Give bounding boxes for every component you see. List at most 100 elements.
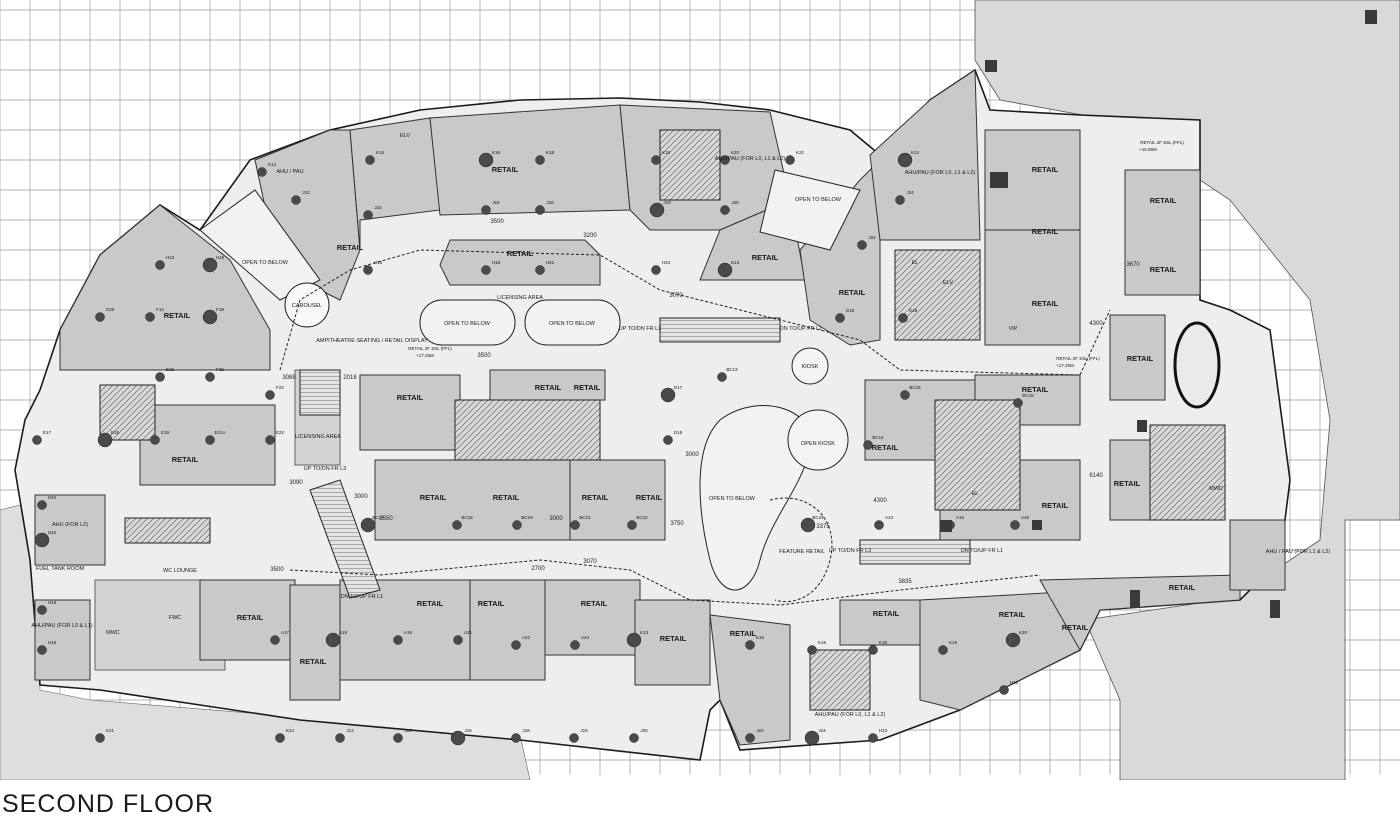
dimension-8: 3550 — [379, 516, 393, 522]
dimension-2: 3070 — [669, 293, 683, 299]
amphitheatre-steps — [299, 369, 341, 416]
escalator-southwest — [309, 479, 381, 599]
grid-label-8: J13 — [302, 190, 310, 195]
room-ahu-pau-east — [1229, 519, 1286, 591]
label-elv-2: ELV — [943, 280, 953, 286]
label-retail-35: RETAIL — [574, 383, 601, 392]
grid-label-66: J15 — [404, 728, 412, 733]
column-69 — [569, 733, 579, 743]
grid-label-64: K24 — [286, 728, 295, 733]
core-central — [454, 399, 601, 461]
room-retail-north-2 — [429, 104, 631, 216]
column-23 — [835, 313, 845, 323]
room-retail-ne-3 — [1124, 169, 1201, 296]
column-78 — [37, 500, 47, 510]
column-56 — [570, 640, 580, 650]
column-4 — [651, 155, 661, 165]
label-retail-22: RETAIL — [999, 610, 1026, 619]
grid-label-55: A22 — [522, 635, 531, 640]
label-retail-27: RETAIL — [1042, 501, 1069, 510]
grid-label-31: E17 — [43, 430, 52, 435]
label-retail-33: RETAIL — [1127, 354, 1154, 363]
column-59 — [807, 645, 817, 655]
label-esc-sw-dn: DN TO/UP FR L1 — [341, 594, 384, 600]
label-ahu-pau-3: AHU/PAU (FOR L0, L1 & L2) — [905, 170, 976, 176]
column-21 — [651, 265, 661, 275]
label-retail-14: RETAIL — [237, 613, 264, 622]
label-level-2: RETAIL 2F SSL (FFL) — [1140, 140, 1184, 145]
room-retail-central-2 — [489, 369, 606, 401]
grid-label-21: H24 — [662, 260, 671, 265]
column-20 — [535, 265, 545, 275]
grid-label-76: H18 — [48, 600, 57, 605]
column-12 — [649, 202, 665, 218]
dimension-19: 6140 — [1089, 473, 1103, 479]
column-24 — [898, 313, 908, 323]
column-36 — [663, 435, 673, 445]
column-33 — [150, 435, 160, 445]
service-shaft-6 — [1270, 600, 1280, 618]
column-43 — [452, 520, 462, 530]
column-6 — [785, 155, 795, 165]
label-open-below-3: OPEN TO BELOW — [549, 321, 596, 327]
label-esc-sw-up: UP TO/DN FR L3 — [304, 466, 347, 472]
grid-label-0: K13 — [268, 162, 277, 167]
core-north — [659, 129, 721, 201]
grid-label-71: J22 — [756, 728, 764, 733]
label-retail-5: RETAIL — [507, 249, 534, 258]
label-esc-se-up: UP TO/DN FR L3 — [829, 548, 872, 554]
label-retail-13: RETAIL — [636, 493, 663, 502]
column-38 — [717, 372, 727, 382]
label-retail-1: RETAIL — [164, 311, 191, 320]
floor-title: SECOND FLOOR — [2, 790, 215, 818]
grid-label-7: K24 — [911, 150, 920, 155]
grid-label-14: J22 — [868, 235, 876, 240]
grid-label-3: K18 — [546, 150, 555, 155]
dimension-18: 4300 — [1089, 321, 1103, 327]
grid-label-37: D17 — [674, 385, 683, 390]
column-39 — [863, 440, 873, 450]
grid-label-52: A18 — [339, 630, 348, 635]
service-shaft-7 — [1365, 10, 1377, 24]
label-ahu-pau-bottom: AHU/PAU (FOR L0, L1 & L2) — [815, 712, 886, 718]
room-retail-sw-1 — [199, 579, 296, 661]
column-54 — [453, 635, 463, 645]
column-30 — [155, 372, 165, 382]
column-11 — [535, 205, 545, 215]
grid-label-27: F19 — [216, 307, 224, 312]
label-level-2-val: +15.55M — [1139, 147, 1157, 152]
dimension-10: 3750 — [670, 521, 684, 527]
dimension-12: 2700 — [531, 566, 545, 572]
service-shaft-2 — [1130, 590, 1140, 608]
core-lobby-west — [124, 517, 211, 544]
label-retail-30: RETAIL — [1032, 299, 1059, 308]
service-shaft-0 — [985, 60, 997, 72]
dimension-1: 3200 — [583, 233, 597, 239]
label-retail-12: RETAIL — [582, 493, 609, 502]
column-22 — [717, 262, 733, 278]
grid-label-23: G15 — [846, 308, 855, 313]
column-14 — [857, 240, 867, 250]
column-75 — [37, 645, 47, 655]
column-47 — [800, 517, 816, 533]
grid-label-69: J19 — [580, 728, 588, 733]
label-retail-7: RETAIL — [839, 288, 866, 297]
dimension-5: 2018 — [343, 375, 357, 381]
column-28 — [265, 390, 275, 400]
column-5 — [720, 155, 730, 165]
column-35 — [265, 435, 275, 445]
grid-label-70: J20 — [640, 728, 648, 733]
column-16 — [155, 260, 165, 270]
grid-label-24: G18 — [909, 308, 918, 313]
column-44 — [512, 520, 522, 530]
column-51 — [270, 635, 280, 645]
room-retail-se-2 — [1039, 574, 1241, 652]
label-open-kiosk: OPEN KIOSK — [801, 441, 835, 447]
grid-label-9: J15 — [374, 205, 382, 210]
label-amphitheatre: AMPITHEATRE SEATING / RETAIL DISPLAY — [316, 338, 428, 344]
core-west — [99, 384, 156, 441]
room-retail-sw-3 — [339, 579, 471, 681]
grid-label-39: BC14 — [872, 435, 884, 440]
column-41 — [1013, 398, 1023, 408]
